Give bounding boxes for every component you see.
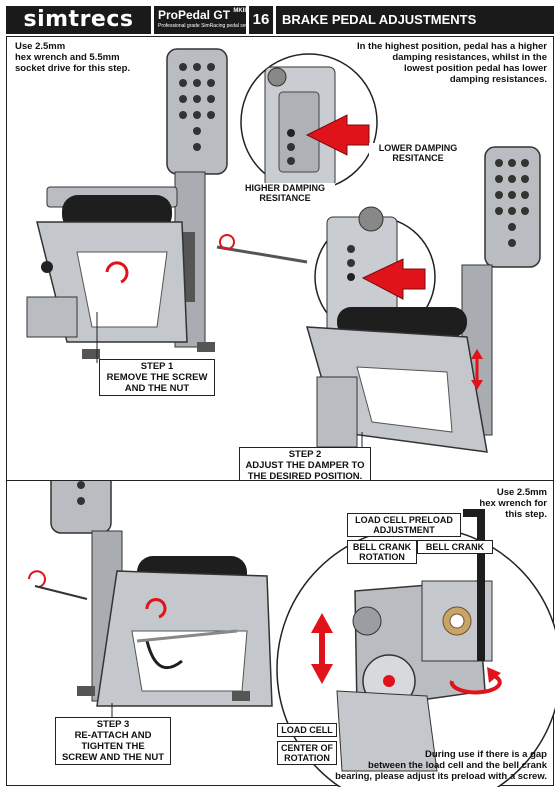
resistance-note: In the highest position, pedal has a hig… (356, 41, 547, 85)
load-cell-label: LOAD CELL (277, 723, 337, 737)
preload-label: LOAD CELL PRELOAD ADJUSTMENT (347, 513, 461, 537)
page-header: simtrecs ProPedal GT MKII Professional g… (6, 6, 554, 34)
center-of-rotation-label: CENTER OF ROTATION (277, 741, 337, 765)
bell-crank-label: BELL CRANK (417, 540, 493, 554)
product-badge: ProPedal GT MKII Professional grade SimR… (154, 6, 247, 34)
step1-label: STEP 1 REMOVE THE SCREW AND THE NUT (99, 359, 215, 396)
lower-damping-label: LOWER DAMPING RESITANCE (369, 143, 467, 163)
reattach-illustration (28, 481, 555, 787)
bellcrank-detail (311, 509, 502, 772)
reattach-panel: STEP 3 RE-ATTACH AND TIGHTEN THE SCREW A… (6, 480, 555, 787)
product-subtitle: Professional grade SimRacing pedal set (158, 23, 247, 29)
tool-note-bottom: Use 2.5mm hex wrench for this step. (479, 487, 547, 520)
pedal-assembly-left (26, 48, 308, 359)
pedal-assembly-right (305, 146, 541, 453)
product-name: ProPedal GT MKII (158, 8, 247, 22)
step3-label: STEP 3 RE-ATTACH AND TIGHTEN THE SCREW A… (55, 717, 171, 765)
page-title: BRAKE PEDAL ADJUSTMENTS (276, 6, 554, 34)
bell-crank-rotation-label: BELL CRANK ROTATION (347, 540, 417, 564)
tool-note-top: Use 2.5mm hex wrench and 5.5mm socket dr… (15, 41, 131, 74)
higher-damping-label: HIGHER DAMPING RESITANCE (235, 183, 335, 203)
pedal-assembly-bottom (28, 481, 273, 707)
step2-label: STEP 2 ADJUST THE DAMPER TO THE DESIRED … (239, 447, 371, 484)
brand-logo: simtrecs (6, 6, 151, 34)
gap-note: During use if there is a gap between the… (335, 749, 547, 782)
zoom-top-detail (264, 66, 370, 188)
product-mark: MKII (233, 8, 247, 14)
page-number: 16 (249, 6, 273, 34)
damper-illustration (26, 48, 541, 453)
damper-adjust-panel: Use 2.5mm hex wrench and 5.5mm socket dr… (6, 36, 554, 491)
